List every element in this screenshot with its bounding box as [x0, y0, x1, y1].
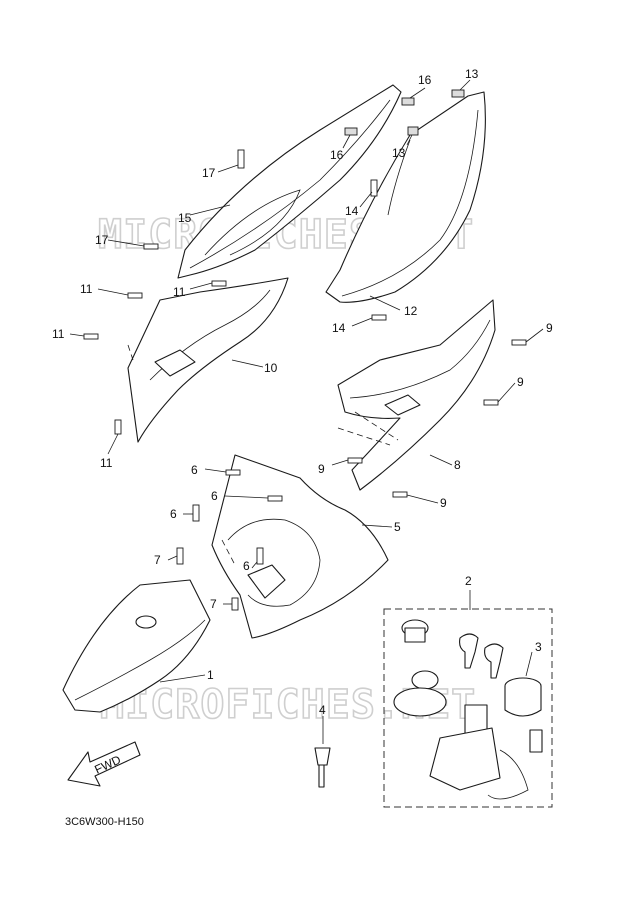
callout-6a: 6	[191, 463, 198, 477]
callout-12: 12	[404, 304, 418, 318]
callout-16a: 16	[418, 73, 432, 87]
callout-7b: 7	[210, 597, 217, 611]
part-3-cap	[504, 677, 542, 717]
callout-11a: 11	[80, 282, 93, 296]
callout-14b: 14	[332, 321, 346, 335]
callout-1: 1	[207, 668, 214, 682]
callout-9b: 9	[517, 375, 524, 389]
fwd-arrow-icon: FWD	[67, 741, 141, 787]
callout-6c: 6	[170, 507, 177, 521]
callout-9d: 9	[440, 496, 447, 510]
part-8-lower-panel-right	[337, 299, 496, 491]
callout-11b: 11	[173, 285, 186, 299]
callout-9a: 9	[546, 321, 553, 335]
callout-13a: 13	[465, 67, 479, 81]
callout-17b: 17	[95, 233, 109, 247]
callout-13b: 13	[392, 146, 406, 160]
callout-10: 10	[264, 361, 278, 375]
part-4-key	[314, 747, 331, 788]
part-5-inner-body	[211, 454, 389, 639]
callout-6d: 6	[243, 559, 250, 573]
leader-lines	[69, 79, 544, 744]
callout-17a: 17	[202, 166, 216, 180]
guide-lines	[127, 344, 399, 566]
callout-2: 2	[465, 574, 472, 588]
callout-5: 5	[394, 520, 401, 534]
fasteners	[83, 89, 527, 611]
callout-9c: 9	[318, 462, 325, 476]
assembly-box	[383, 608, 553, 808]
callout-8: 8	[454, 458, 461, 472]
fwd-label: FWD	[92, 752, 123, 776]
callout-15: 15	[178, 211, 192, 225]
callout-11c: 11	[52, 327, 65, 341]
part-10-lower-panel-left	[127, 277, 289, 443]
callout-14a: 14	[345, 204, 359, 218]
callout-labels: 1 2 3 4 5 6 6 6 6 7 7 8 9 9 9 9 10 11 11…	[52, 67, 553, 717]
callout-6b: 6	[211, 489, 218, 503]
part-code: 3C6W300-H150	[65, 816, 144, 828]
callout-16b: 16	[330, 148, 344, 162]
callout-7a: 7	[154, 553, 161, 567]
part-2-main-switch-assembly	[393, 619, 543, 800]
part-1-rear-fender	[62, 579, 211, 713]
callout-11d: 11	[100, 456, 113, 470]
callout-3: 3	[535, 640, 542, 654]
callout-4: 4	[319, 703, 326, 717]
